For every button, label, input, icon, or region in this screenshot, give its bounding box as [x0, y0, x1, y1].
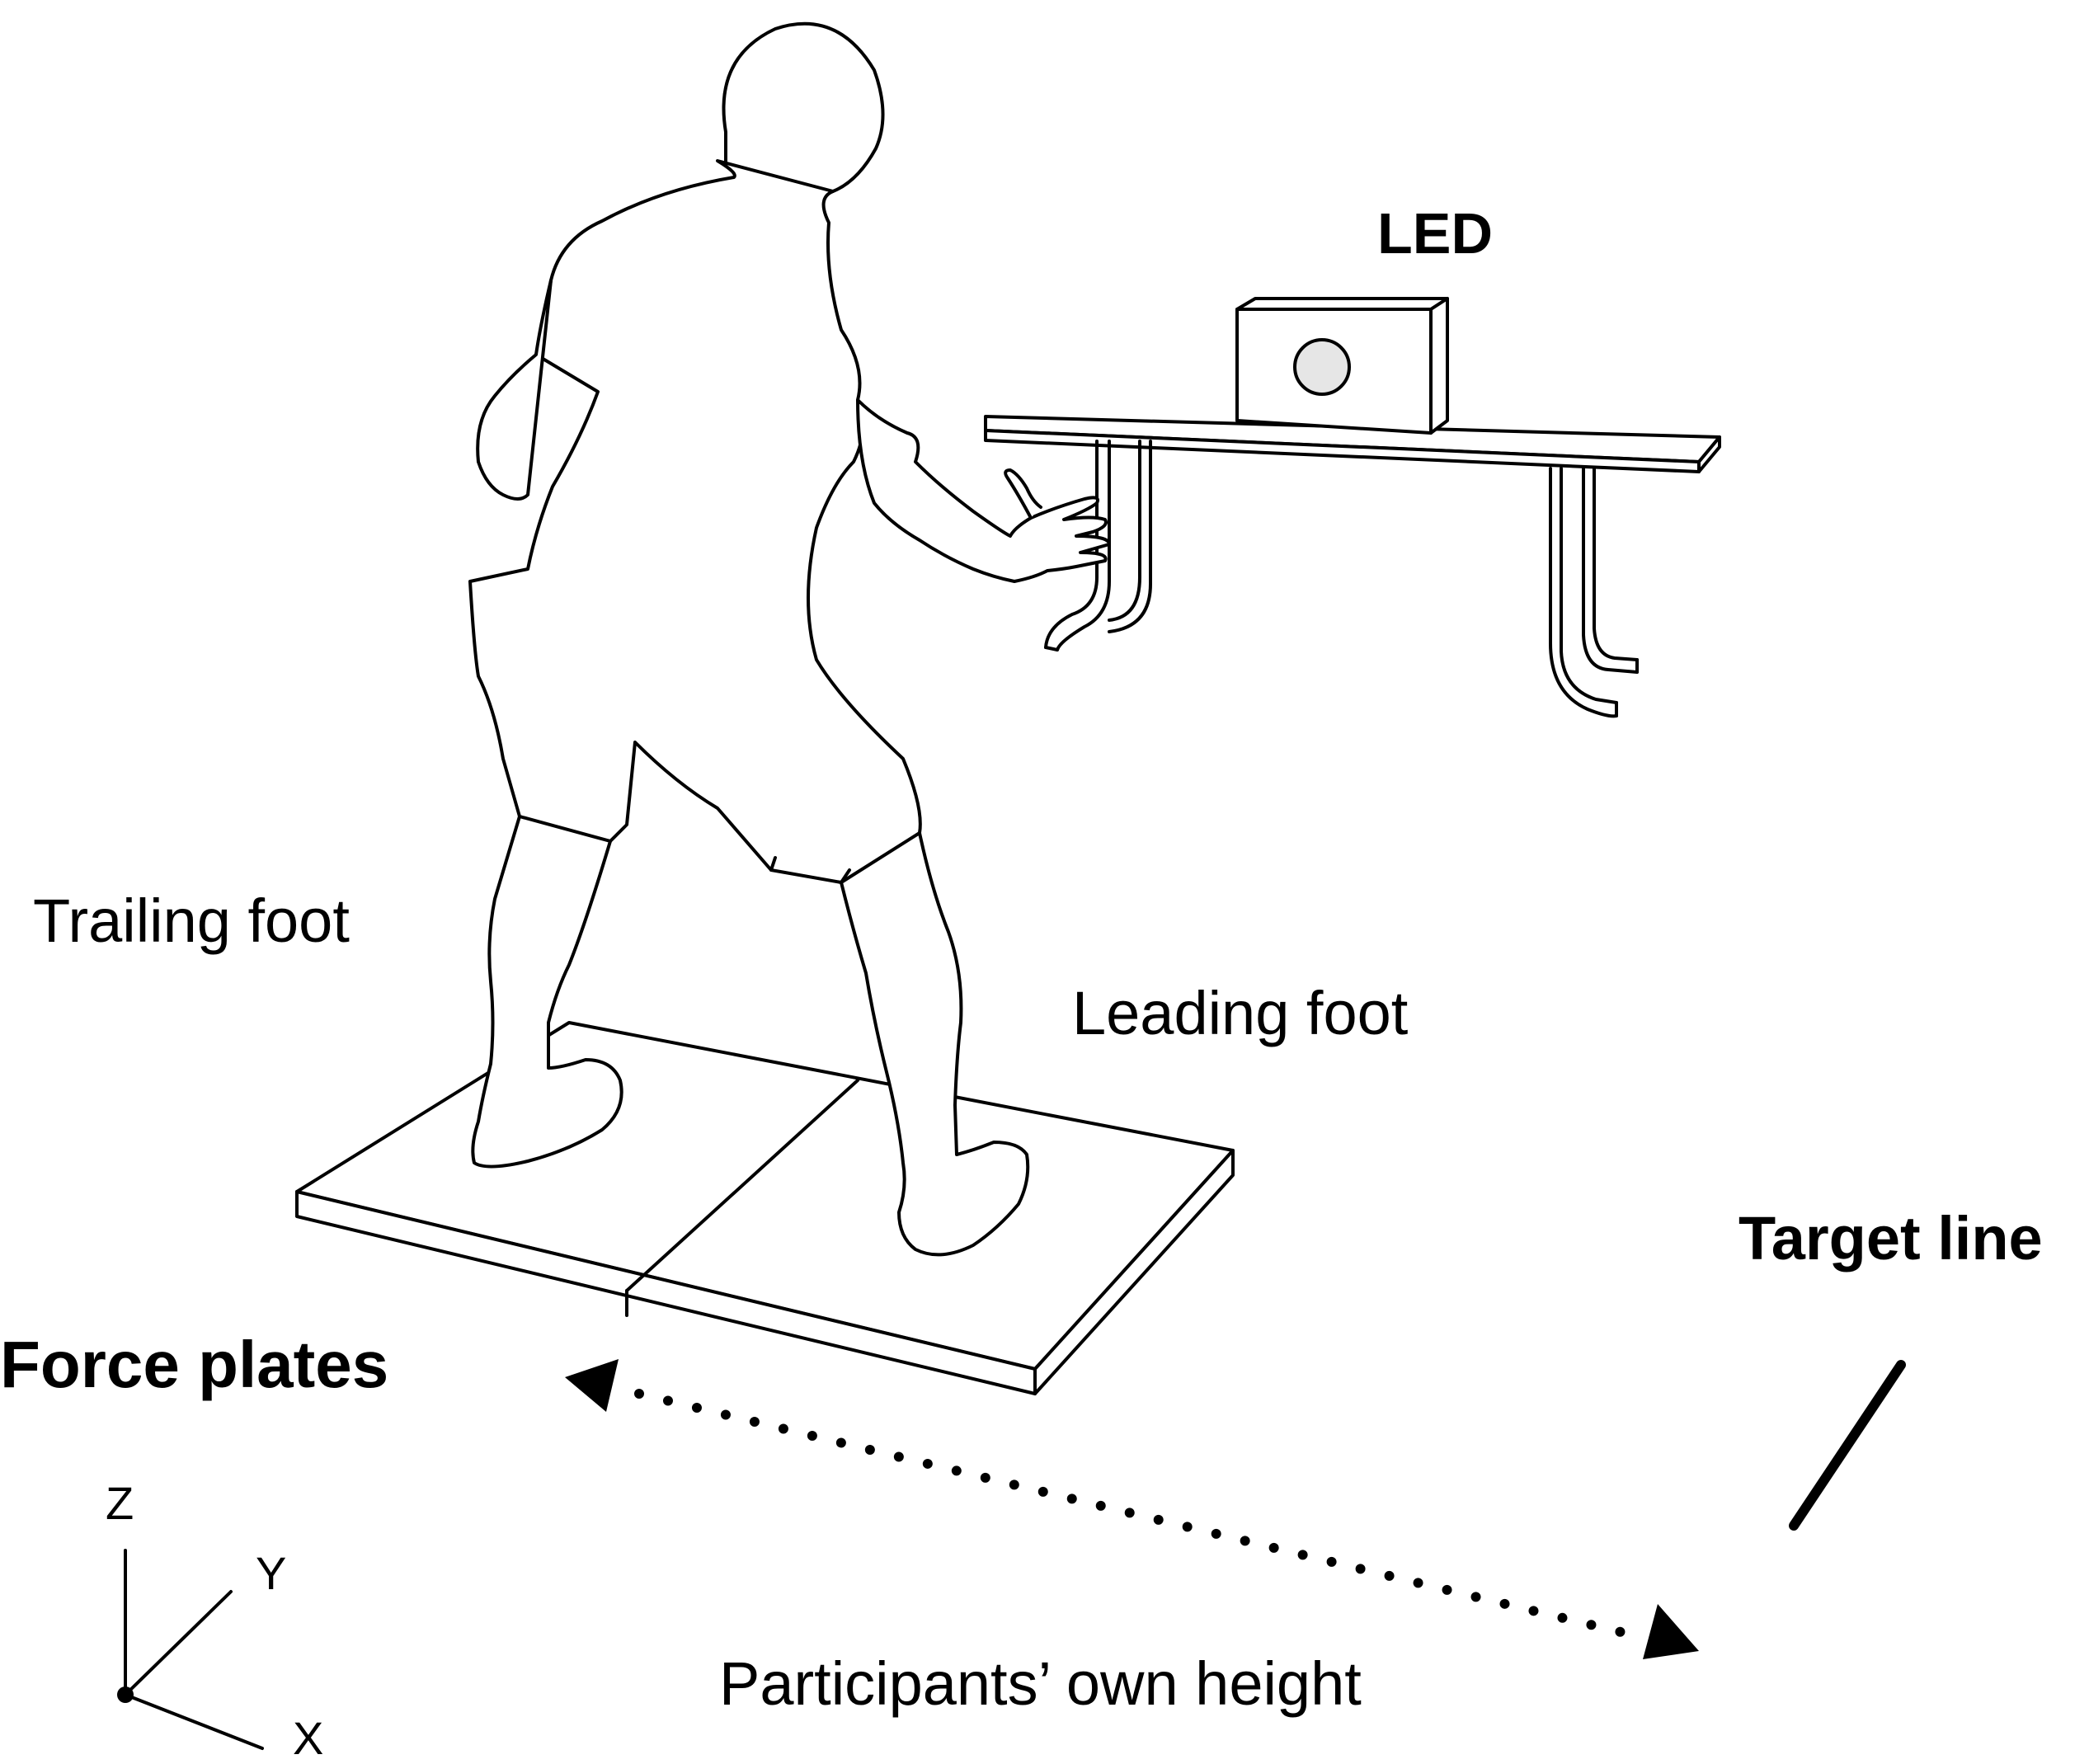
leading-foot-label: Leading foot [1072, 979, 1409, 1047]
led-label: LED [1377, 201, 1493, 266]
led-box [1235, 297, 1449, 435]
led-light [1293, 338, 1351, 396]
axis-x-label: X [293, 1712, 324, 1764]
force-plates-label: Force plates [0, 1328, 389, 1401]
arrowhead-right [1643, 1604, 1699, 1659]
target-line-mark [1789, 1360, 1906, 1531]
bench [984, 415, 1721, 718]
force-plates [295, 1021, 1235, 1395]
axis-y-label: Y [256, 1547, 287, 1599]
arrowhead-left [565, 1359, 619, 1412]
trailing-foot-label: Trailing foot [33, 887, 350, 955]
axis-z-label: Z [106, 1477, 134, 1529]
target-line-label: Target line [1738, 1204, 2043, 1272]
distance-label: Participants’ own height [719, 1649, 1362, 1718]
distance-arrow [565, 1359, 1699, 1659]
participant-figure [468, 21, 1111, 1257]
distance-dotted-line [634, 1389, 1646, 1642]
axis-indicator [117, 1549, 264, 1750]
